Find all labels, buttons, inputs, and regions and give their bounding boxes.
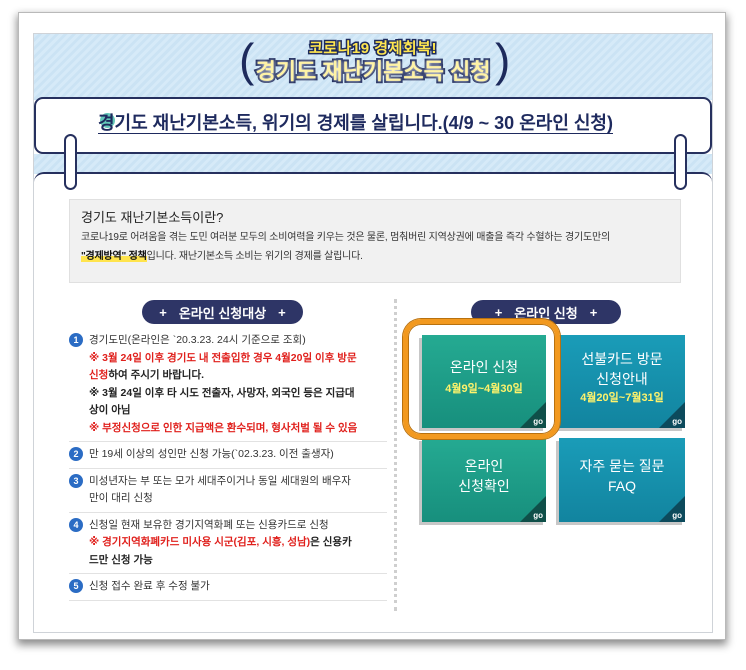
banner-title: 경기도 재난기본소득, 위기의 경제를 살립니다.(4/9 ~ 30 온라인 신… (98, 113, 613, 133)
plus-icon: + (589, 304, 598, 320)
list-item: 5 신청 접수 완료 후 수정 불가 (69, 574, 387, 601)
item-line: 만이 대리 신청 (89, 492, 153, 504)
intro-highlight: "경제방역" 정책 (81, 251, 147, 262)
number-badge: 4 (69, 517, 83, 532)
item-warning-line: ※ 3월 24일 이후 경기도 내 전출입한 경우 4월20일 이후 방문 (89, 351, 357, 364)
intro-line-1: 코로나19로 어려움을 겪는 도민 여러분 모두의 소비여력을 키우는 것은 물… (81, 232, 610, 243)
number-badge: 5 (69, 579, 83, 593)
paren-open-decoration: ( (239, 34, 255, 86)
item-line: ※ 경기지역화폐카드 미사용 시군(김포, 시흥, 성남)은 신용카 (89, 534, 387, 552)
page: ( ) 코로나19 경제회복! 경기도 재난기본소득 신청 경기도 재난기본소득… (33, 33, 713, 633)
item-note-line: ※ 3월 24일 이후 타 시도 전출자, 사망자, 외국인 등은 지급대 (89, 386, 355, 399)
header-subtitle: 코로나19 경제회복! (308, 39, 438, 59)
prepaid-card-visit-button[interactable]: 선불카드 방문 신청안내 4월20일~7월31일 go (559, 335, 685, 428)
eligibility-heading-label: 온라인 신청대상 (178, 305, 267, 321)
binder-ring-left-icon (64, 134, 77, 190)
item-line: 신청하여 주시기 바랍니다. (89, 367, 387, 385)
item-warning-line: ※ 부정신청으로 인한 지급액은 환수되며, 형사처벌 될 수 있음 (89, 421, 358, 434)
item-note-line: 상이 아님 (89, 404, 131, 416)
number-badge: 3 (69, 473, 83, 488)
warning-text: 신청 (89, 369, 109, 381)
number-badge: 2 (69, 447, 83, 461)
tile-label: 신청확인 (458, 478, 510, 494)
number-badge: 1 (69, 333, 83, 347)
stripe-band (34, 154, 712, 174)
go-label: go (533, 511, 543, 520)
list-item: 3 미성년자는 부 또는 모가 세대주이거나 동일 세대원의 배우자 만이 대리… (69, 469, 387, 513)
tile-date: 4월9일~4월30일 (445, 383, 523, 395)
online-apply-highlight (403, 319, 560, 439)
header-title: 경기도 재난기본소득 신청 (254, 57, 493, 86)
tile-label: 온라인 신청 (449, 359, 519, 375)
warning-text: ※ 경기지역화폐카드 미사용 시군(김포, 시흥, 성남) (89, 536, 311, 548)
tile-label: 선불카드 방문 (581, 350, 663, 367)
item-line: 신청일 현재 보유한 경기지역화폐 또는 신용카드로 신청 (89, 518, 329, 531)
tile-label: FAQ (607, 478, 636, 494)
plus-icon: + (278, 304, 286, 320)
go-label: go (533, 417, 543, 426)
item-line: 미성년자는 부 또는 모가 세대주이거나 동일 세대원의 배우자 (89, 474, 351, 487)
header: ( ) 코로나19 경제회복! 경기도 재난기본소득 신청 (34, 34, 712, 100)
tile-label: 자주 묻는 질문 (579, 458, 665, 474)
intro-line-2-rest: 입니다. 재난기본소득 소비는 위기의 경제를 살립니다. (146, 251, 363, 262)
item-line: 경기도민(온라인은 `20.3.23. 24시 기준으로 조회) (89, 334, 306, 346)
banner-dot-decoration (100, 113, 115, 128)
online-apply-button[interactable]: 온라인 신청 4월9일~4월30일 go (422, 335, 546, 428)
go-label: go (672, 511, 682, 520)
list-item: 4 신청일 현재 보유한 경기지역화폐 또는 신용카드로 신청 ※ 경기지역화폐… (69, 513, 387, 574)
intro-line-2: "경제방역" 정책입니다. 재난기본소득 소비는 위기의 경제를 살립니다. (81, 247, 669, 266)
list-item: 2 만 19세 이상의 성인만 신청 가능(`02.3.23. 이전 출생자) (69, 442, 387, 469)
intro-box: 경기도 재난기본소득이란? 코로나19로 어려움을 겪는 도민 여러분 모두의 … (69, 199, 681, 283)
plus-icon: + (494, 304, 503, 320)
bold-text: 은 신용카 (310, 536, 352, 548)
tile-date: 4월20일~7월31일 (580, 391, 664, 404)
item-line: 신청 접수 완료 후 수정 불가 (89, 580, 210, 592)
plus-icon: + (159, 304, 167, 320)
online-apply-check-button[interactable]: 온라인 신청확인 go (422, 438, 546, 522)
eligibility-list: 1 경기도민(온라인은 `20.3.23. 24시 기준으로 조회) ※ 3월 … (69, 328, 387, 601)
binder-ring-right-icon (674, 134, 687, 190)
apply-heading-label: 온라인 신청 (514, 305, 578, 321)
eligibility-heading: + 온라인 신청대상 + (142, 300, 303, 324)
banner: 경기도 재난기본소득, 위기의 경제를 살립니다.(4/9 ~ 30 온라인 신… (34, 97, 712, 154)
bold-text: 하여 주시기 바랍니다. (108, 369, 205, 381)
column-divider (394, 299, 397, 611)
list-item: 1 경기도민(온라인은 `20.3.23. 24시 기준으로 조회) ※ 3월 … (69, 328, 387, 442)
item-note-line: 드만 신청 가능 (89, 553, 153, 566)
item-line: 만 19세 이상의 성인만 신청 가능(`02.3.23. 이전 출생자) (89, 448, 334, 460)
tile-label: 신청안내 (596, 370, 648, 387)
go-label: go (672, 417, 682, 426)
tile-label: 온라인 (464, 458, 504, 474)
paren-close-decoration: ) (495, 34, 511, 86)
faq-button[interactable]: 자주 묻는 질문 FAQ go (559, 438, 685, 522)
intro-heading: 경기도 재난기본소득이란? (81, 210, 224, 225)
